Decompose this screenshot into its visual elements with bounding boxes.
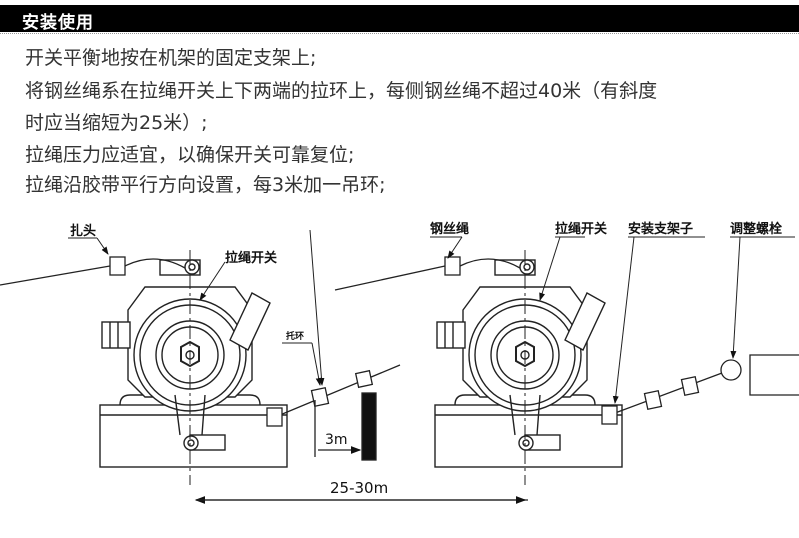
wire-label: 钢丝绳: [430, 221, 469, 237]
rope-knot: [109, 256, 126, 276]
bolt-label: 调整螺栓: [730, 221, 782, 237]
instruction-line: 拉绳压力应适宜，以确保开关可靠复位;: [25, 144, 355, 166]
ring-spacing: 3m: [325, 432, 348, 448]
span-label: 25-30m: [330, 479, 388, 497]
support-ring: [354, 369, 374, 389]
switch-label: 拉绳开关: [555, 221, 607, 237]
instruction-line: 将钢丝绳系在拉绳开关上下两端的拉环上，每侧钢丝绳不超过40米（有斜度: [25, 80, 658, 102]
instruction-line: 时应当缩短为25米）;: [25, 112, 208, 134]
support-ring: [643, 389, 663, 411]
wire-rope: [0, 265, 111, 286]
support-ring: [680, 375, 700, 397]
instruction-line: 开关平衡地按在机架的固定支架上;: [25, 47, 317, 69]
wire-rope: [614, 372, 723, 414]
knot-label: 扎头: [70, 223, 96, 239]
ring-label: 托环: [286, 330, 304, 342]
switch-label: 拉绳开关: [225, 250, 277, 266]
rope-switch-right: [434, 249, 623, 486]
section-title: 安装使用: [22, 13, 94, 33]
rope-clamp: [601, 405, 618, 425]
instruction-line: 拉绳沿胶带平行方向设置，每3米加一吊环;: [25, 174, 386, 196]
post: [361, 392, 377, 461]
wire-rope: [279, 364, 401, 416]
section-header: 安装使用: [0, 5, 799, 33]
bracket: [749, 354, 799, 396]
support-ring: [310, 386, 330, 408]
rope-clamp: [266, 407, 283, 427]
bracket-label: 安装支架子: [628, 221, 693, 237]
divider: [0, 33, 799, 34]
adjust-bolt: [720, 359, 742, 381]
rope-switch-left: [99, 249, 288, 486]
wire-rope: [334, 265, 446, 291]
